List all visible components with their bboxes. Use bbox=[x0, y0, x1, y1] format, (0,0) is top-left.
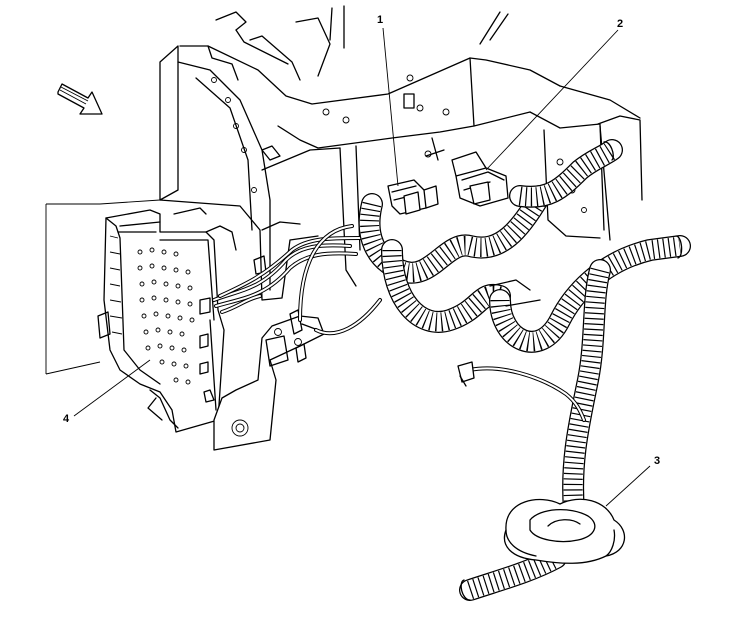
connector-4-wires bbox=[212, 236, 362, 314]
connector-4-outline bbox=[45, 199, 161, 375]
callout-3: 3 bbox=[654, 455, 661, 467]
callout-4: 4 bbox=[63, 413, 70, 425]
leader-lines bbox=[73, 27, 651, 507]
connector-2 bbox=[451, 151, 509, 207]
callout-1: 1 bbox=[377, 14, 384, 26]
connector-4-block bbox=[97, 207, 237, 433]
connector-1 bbox=[387, 179, 439, 215]
body-bracket bbox=[159, 5, 561, 301]
mounting-bracket bbox=[213, 309, 325, 451]
right-body-panel bbox=[424, 85, 643, 241]
upper-loop-wire bbox=[298, 224, 382, 336]
leader-line-2 bbox=[485, 29, 619, 171]
leader-line-1 bbox=[382, 27, 399, 187]
grommet-3 bbox=[503, 498, 625, 564]
leader-line-3 bbox=[605, 465, 651, 507]
branch-wire bbox=[457, 361, 586, 422]
direction-arrow-icon bbox=[57, 83, 103, 115]
callout-2: 2 bbox=[617, 18, 624, 30]
leader-line-4 bbox=[73, 359, 151, 417]
terminal-cavities bbox=[137, 247, 195, 385]
